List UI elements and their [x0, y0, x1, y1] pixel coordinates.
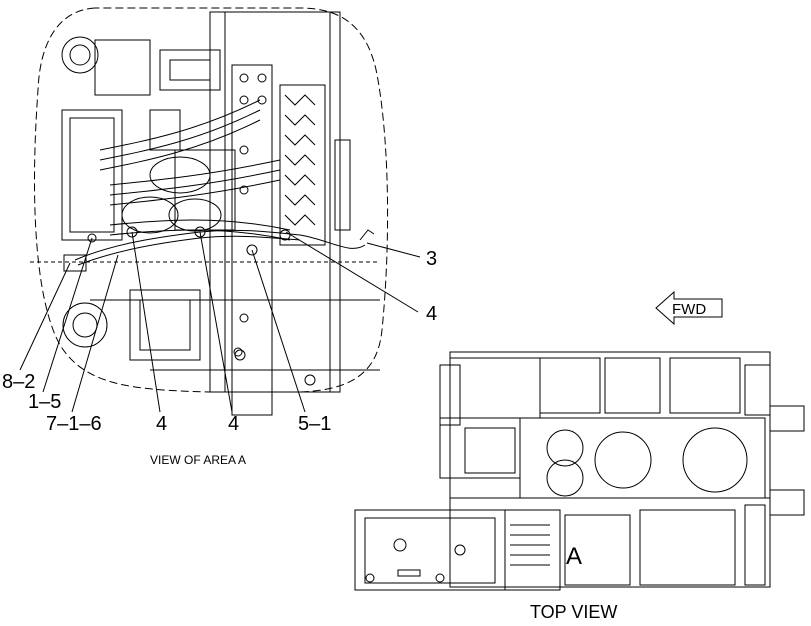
view-area-caption: VIEW OF AREA A	[150, 453, 246, 467]
callout-3: 3	[426, 248, 437, 270]
callout-1-5: 1–5	[28, 391, 61, 413]
top-view-plan	[354, 351, 805, 591]
top-view-caption: TOP VIEW	[530, 602, 617, 622]
callout-4-right: 4	[426, 303, 437, 325]
callout-4-a: 4	[156, 413, 167, 435]
callout-5-1: 5–1	[298, 413, 331, 435]
area-a-marker: A	[566, 543, 582, 570]
callout-8-2: 8–2	[2, 371, 35, 393]
fwd-arrow	[655, 290, 723, 326]
detail-frame-structures	[30, 11, 380, 416]
fwd-label: FWD	[672, 301, 706, 318]
callout-4-b: 4	[228, 413, 239, 435]
callout-7-1-6: 7–1–6	[46, 413, 102, 435]
leader-lines	[19, 231, 421, 413]
wire-harness-bundles	[63, 99, 375, 272]
